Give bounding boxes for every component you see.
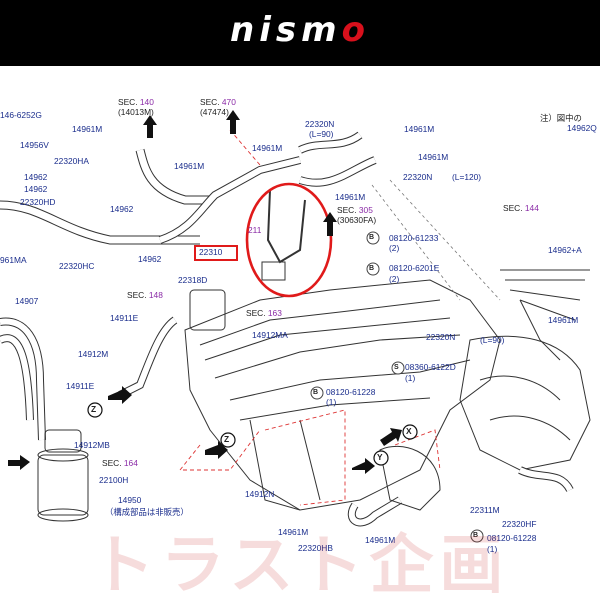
part-label: 14961M [174, 161, 205, 171]
part-label: 22320HB [298, 543, 333, 553]
bolt-mark-3: B [313, 389, 319, 396]
part-label: 22320N [403, 172, 433, 182]
nismo-banner: nismo [0, 0, 600, 66]
sec-164: SEC. 164 [102, 458, 138, 468]
part-label: 22311M [470, 505, 500, 515]
part-label: 961MA [0, 255, 27, 265]
part-label-22310: 22310 [199, 247, 223, 257]
part-label: 14912N [245, 489, 275, 499]
part-label: 14962 [138, 254, 162, 264]
part-label: 22100H [99, 475, 129, 485]
part-label: 14961M [365, 535, 396, 545]
part-label: 22320HD [20, 197, 56, 207]
part-label: 14911E [66, 381, 95, 391]
diagram-drawing [0, 110, 591, 543]
part-label: (L=90) [309, 129, 334, 139]
part-label: 14912M [78, 349, 109, 359]
sec-140-sub: (14013M) [118, 107, 154, 117]
part-label: 14912MB [74, 440, 110, 450]
part-label: 14961M [335, 192, 366, 202]
part-label: （構成部品は非販売） [105, 507, 189, 517]
part-label: 22320HF [502, 519, 537, 529]
part-label: 14956V [20, 140, 49, 150]
part-label: 146-6252G [0, 110, 42, 120]
sec-305-sub: (30630FA) [337, 215, 377, 225]
part-label: 22320N [305, 119, 335, 129]
part-label: 14950 [118, 495, 142, 505]
parts-diagram: Z Z Y X B B B S B 注）図中の SEC. 140 (14013M… [0, 66, 600, 603]
part-label: (L=90) [480, 335, 505, 345]
part-label: 14962Q [567, 123, 597, 133]
part-label: 08120-61228 [326, 387, 376, 397]
callout-z-1: Z [91, 404, 97, 414]
part-label: 14962 [24, 172, 48, 182]
part-22310-highlight [194, 245, 238, 261]
callout-y: Y [377, 452, 383, 462]
part-label: 14962+A [548, 245, 582, 255]
bolt-mark-1: B [369, 234, 375, 241]
part-label: 08120-6201E [389, 263, 440, 273]
part-label: 14961M [548, 315, 579, 325]
part-label: 14912MA [252, 330, 288, 340]
part-label: 22320HA [54, 156, 89, 166]
bolt-mark-2: B [369, 265, 375, 272]
note-text: 注）図中の [540, 113, 582, 123]
part-label: 22320HC [59, 261, 95, 271]
part-label: (1) [326, 397, 337, 407]
part-label: 22318D [178, 275, 208, 285]
part-label: 14961M [418, 152, 449, 162]
part-label: 08120-61233 [389, 233, 439, 243]
sec-163: SEC. 163 [246, 308, 282, 318]
part-label: (2) [389, 243, 400, 253]
part-label: 14961M [404, 124, 435, 134]
part-label: (1) [487, 544, 498, 554]
sec-470: SEC. 470 [200, 97, 236, 107]
part-label: (1) [405, 373, 416, 383]
watermark: トラスト企画 [90, 529, 510, 603]
part-label: 14911E [110, 313, 139, 323]
callout-z-2: Z [224, 434, 230, 444]
sec-470-sub: (47474) [200, 107, 229, 117]
part-label: 14962 [24, 184, 48, 194]
bolt-mark-s: S [394, 364, 399, 371]
nismo-logo: nismo [230, 10, 370, 50]
part-label: 08360-6122D [405, 362, 456, 372]
part-label: (2) [389, 274, 400, 284]
part-label: (L=120) [452, 172, 482, 182]
part-label: 22320N [426, 332, 456, 342]
sec-305: SEC. 305 [337, 205, 373, 215]
part-label: 14961M [252, 143, 283, 153]
part-label: 14961M [72, 124, 103, 134]
callout-x: X [406, 426, 412, 436]
sec-148: SEC. 148 [127, 290, 163, 300]
part-label: 14907 [15, 296, 39, 306]
sec-144: SEC. 144 [503, 203, 539, 213]
part-label: 14962 [110, 204, 134, 214]
sec-211: 211 [248, 225, 262, 235]
sec-140: SEC. 140 [118, 97, 154, 107]
bolt-mark-5: B [473, 532, 479, 539]
part-label: 08120-61228 [487, 533, 537, 543]
part-label: 14961M [278, 527, 309, 537]
